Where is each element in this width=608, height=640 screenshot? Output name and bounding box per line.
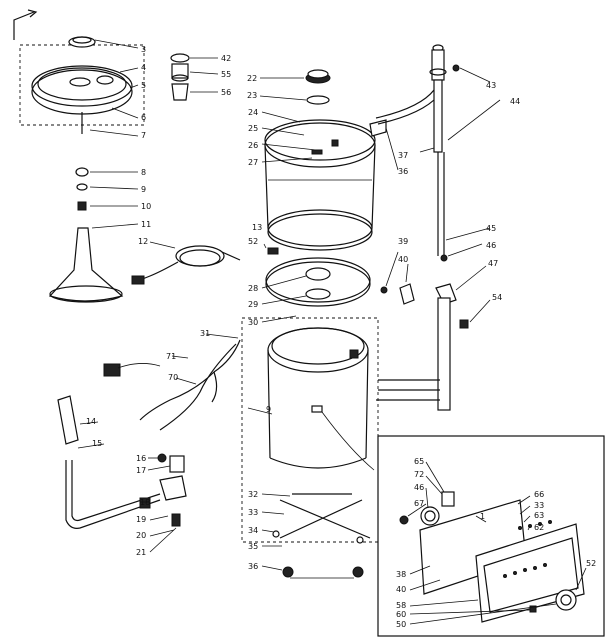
callout-43: 43 (486, 81, 496, 90)
control-panel-assembly (399, 461, 587, 625)
panel-callout-62: 62 (534, 523, 544, 532)
callout-9b: 9 (266, 405, 271, 414)
callout-30: 30 (248, 318, 258, 327)
callout-27: 27 (248, 158, 258, 167)
callout-22: 22 (247, 74, 257, 83)
seal-and-ring (259, 69, 331, 105)
callout-45: 45 (486, 224, 496, 233)
panel-callout-65: 65 (414, 457, 424, 466)
tub-bracket (369, 119, 399, 171)
base-stand (48, 223, 139, 303)
callout-28: 28 (248, 284, 258, 293)
callout-4: 4 (141, 63, 146, 72)
callout-15: 15 (92, 439, 102, 448)
panel-callout-40: 40 (396, 585, 406, 594)
callout-5: 5 (141, 81, 146, 90)
right-pipe-assembly (419, 44, 501, 262)
callout-16: 16 (136, 454, 146, 463)
callout-9: 9 (141, 185, 146, 194)
panel-callout-1: 1 (480, 512, 485, 521)
panel-callout-58: 58 (396, 601, 406, 610)
control-panel-inset (377, 435, 605, 637)
support-legs (261, 493, 371, 579)
callout-3: 3 (141, 45, 146, 54)
callout-46: 46 (486, 241, 496, 250)
callout-1 (13, 9, 38, 40)
callout-26: 26 (248, 141, 258, 150)
callout-6: 6 (141, 113, 146, 122)
callout-24: 24 (248, 108, 258, 117)
callout-13: 13 (252, 223, 262, 232)
callout-23: 23 (247, 91, 257, 100)
callout-71: 71 (166, 352, 176, 361)
drain-hose (375, 89, 439, 125)
panel-callout-67: 67 (414, 499, 424, 508)
callout-19: 19 (136, 515, 146, 524)
panel-callout-46: 46 (414, 483, 424, 492)
panel-callout-60: 60 (396, 610, 406, 619)
fill-hose-and-valve (57, 395, 187, 553)
callout-21: 21 (136, 548, 146, 557)
callout-54: 54 (492, 293, 502, 302)
callout-31: 31 (200, 329, 210, 338)
callout-12: 12 (138, 237, 148, 246)
callout-8: 8 (141, 168, 146, 177)
callout-32: 32 (248, 490, 258, 499)
callout-47: 47 (488, 259, 498, 268)
callout-18: 18 (140, 498, 150, 507)
agitator-cap-parts (170, 53, 219, 101)
callout-34: 34 (248, 526, 258, 535)
callout-39: 39 (398, 237, 408, 246)
callout-52: 52 (248, 237, 258, 246)
callout-33: 33 (248, 508, 258, 517)
standpipe-assembly (376, 251, 491, 411)
callout-56: 56 (221, 88, 231, 97)
power-cord (131, 241, 241, 285)
callout-29: 29 (248, 300, 258, 309)
callout-17: 17 (136, 466, 146, 475)
panel-callout-66: 66 (534, 490, 544, 499)
callout-70: 70 (168, 373, 178, 382)
tub-cover (261, 243, 371, 323)
callout-35: 35 (248, 542, 258, 551)
callout-36b: 36 (248, 562, 258, 571)
wiring-harness (103, 333, 241, 431)
callout-55: 55 (221, 70, 231, 79)
callout-14: 14 (86, 417, 96, 426)
panel-callout-38: 38 (396, 570, 406, 579)
shaft-hardware-stack (75, 167, 139, 211)
outer-tub (247, 327, 375, 471)
callout-7: 7 (141, 131, 146, 140)
pulley-assembly (31, 36, 139, 137)
panel-callout-72: 72 (414, 470, 424, 479)
outer-tub-box (241, 317, 379, 543)
callout-36: 36 (398, 167, 408, 176)
callout-25: 25 (248, 124, 258, 133)
panel-callout-52: 52 (586, 559, 596, 568)
callout-42: 42 (221, 54, 231, 63)
panel-callout-50: 50 (396, 620, 406, 629)
panel-callout-63: 63 (534, 511, 544, 520)
callout-44: 44 (510, 97, 520, 106)
callout-11: 11 (141, 220, 151, 229)
callout-37: 37 (398, 151, 408, 160)
panel-callout-33: 33 (534, 501, 544, 510)
callout-10: 10 (141, 202, 151, 211)
callout-40: 40 (398, 255, 408, 264)
inner-tub (261, 111, 376, 251)
callout-20: 20 (136, 531, 146, 540)
